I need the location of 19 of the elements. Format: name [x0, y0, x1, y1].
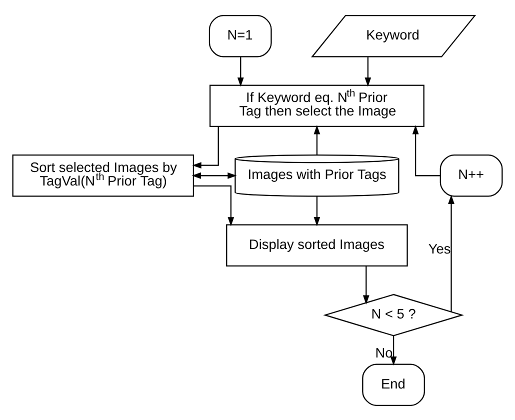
edge-label: No — [375, 345, 393, 360]
arrow — [192, 172, 237, 178]
node-box: N=1 — [208, 14, 272, 57]
node-box: If Keyword eq. N$^{th}$ Prior Tag then select the Image — [209, 84, 424, 127]
arrow — [314, 124, 320, 154]
node-box: End — [362, 363, 425, 406]
edge-label: Yes — [428, 241, 451, 256]
arrow — [448, 194, 454, 312]
arrow — [237, 56, 244, 86]
arrow — [362, 266, 370, 304]
arrow — [192, 126, 219, 168]
arrow — [194, 184, 234, 226]
node-box: Sort selected Images by TagVal(N$^{th}$ Prior Tag) — [12, 154, 194, 196]
arrow — [314, 196, 320, 226]
node-box: N++ — [440, 154, 503, 196]
arrow — [412, 124, 440, 176]
arrow — [364, 56, 372, 86]
arrow — [390, 336, 397, 366]
node-box: Display sorted Images — [226, 224, 408, 266]
